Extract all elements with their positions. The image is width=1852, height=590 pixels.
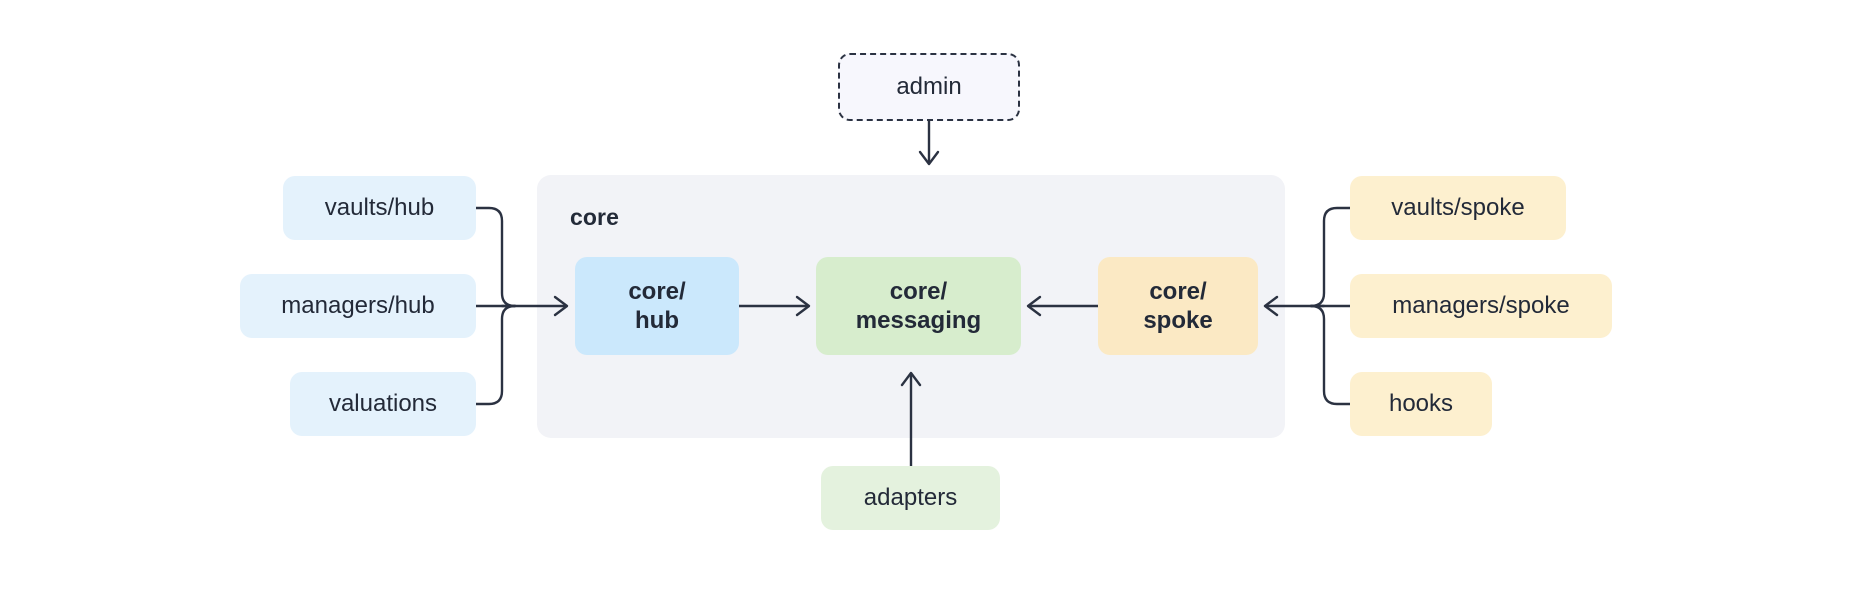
node-core-messaging[interactable]: core/ messaging: [816, 257, 1021, 355]
node-adapters[interactable]: adapters: [821, 466, 1000, 530]
cluster-core-label: core: [570, 204, 619, 230]
edge-hooks-to-core-spoke: [1309, 304, 1352, 406]
node-core-spoke[interactable]: core/ spoke: [1098, 257, 1258, 355]
edge-vaults-hub-to-core-hub: [474, 206, 517, 308]
node-managers-spoke[interactable]: managers/spoke: [1350, 274, 1612, 338]
node-managers-hub[interactable]: managers/hub: [240, 274, 476, 338]
edge-valuations-to-core-hub: [474, 304, 517, 406]
node-hooks[interactable]: hooks: [1350, 372, 1492, 436]
node-valuations[interactable]: valuations: [290, 372, 476, 436]
node-vaults-spoke[interactable]: vaults/spoke: [1350, 176, 1566, 240]
edge-vaults-spoke-to-core-spoke: [1309, 206, 1352, 308]
arrowhead-admin-to-core: [918, 150, 940, 166]
node-vaults-hub[interactable]: vaults/hub: [283, 176, 476, 240]
node-core-hub[interactable]: core/ hub: [575, 257, 739, 355]
node-admin[interactable]: admin: [838, 53, 1020, 121]
